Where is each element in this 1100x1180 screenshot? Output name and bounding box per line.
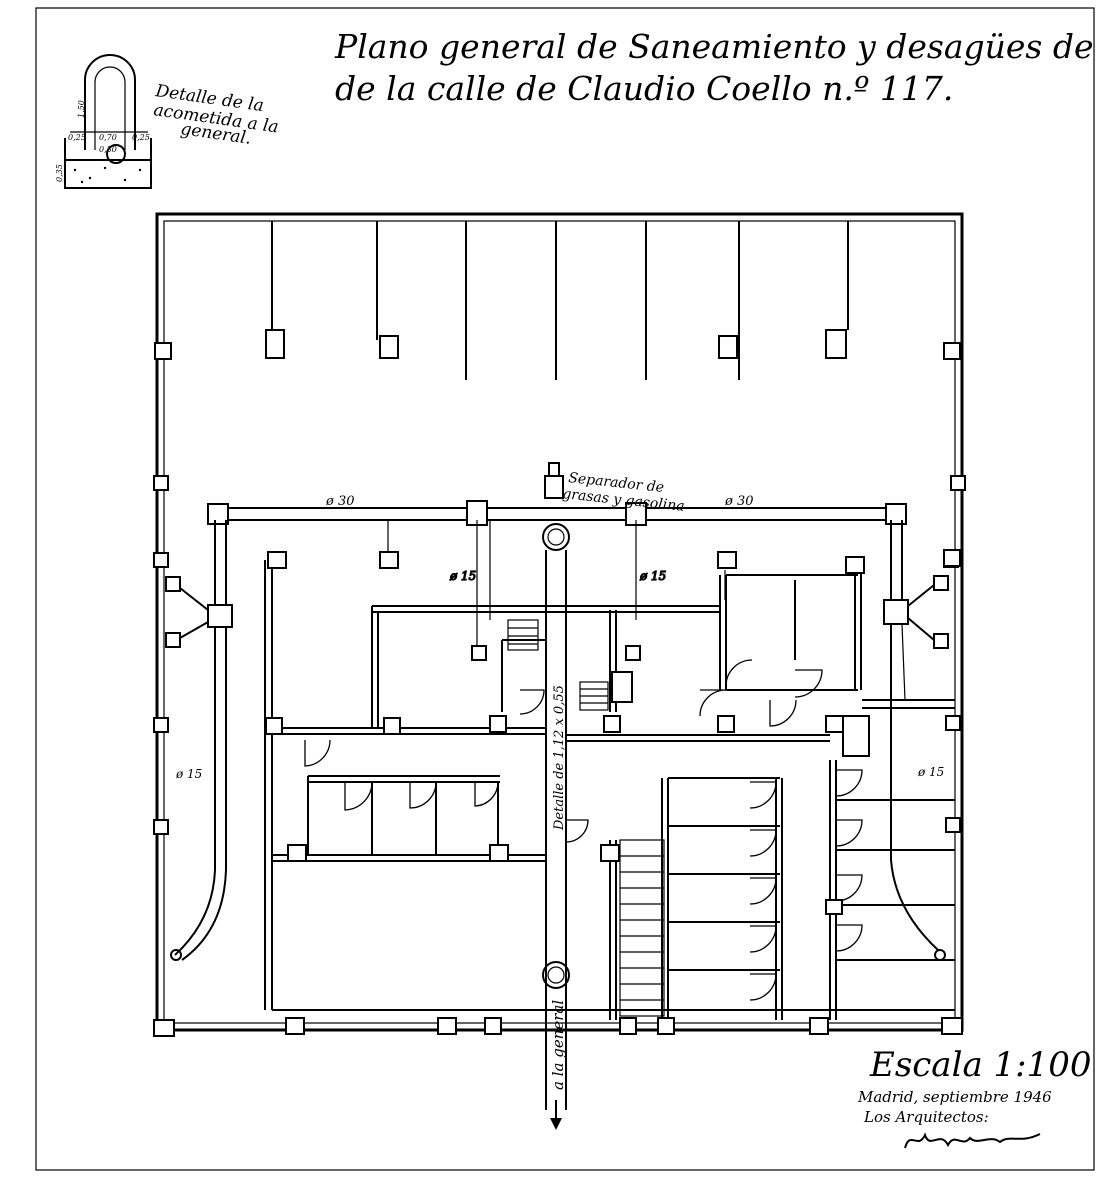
pipe-label-left: ø 30 [325,494,355,509]
grease-separator: Separador de grasas y gasolina [542,462,685,551]
manhole [943,342,961,360]
detail-dim-base: 0,35 [55,164,64,182]
sheet-border [35,7,1095,1171]
lower-staircase [619,839,665,1017]
left-branch: ø 15 [165,520,233,961]
manhole [825,329,847,359]
title-line-1: Plano general de Saneamiento y desagües … [334,27,1100,66]
upper-manholes [154,329,961,360]
branch-label-a: ø 15 [449,569,476,583]
pipe-label-right: ø 30 [724,494,754,509]
outflow-label: a la general [549,1000,567,1090]
detail-pipe [106,144,126,164]
title-line-2: de la calle de Claudio Coello n.º 117. [335,69,953,108]
branch-label-west: ø 15 [175,767,202,781]
architect-signature [904,1132,1041,1149]
detail-dim-pipe: 0,30 [99,145,117,154]
interior-manholes [265,549,961,1035]
interior-walls [264,560,955,1020]
manhole [265,329,285,359]
main-collector-30: ø 30 ø 30 [207,494,907,526]
branch-drains: ø 15 ø 15 [387,520,726,650]
manhole [885,503,907,525]
manhole [154,342,172,360]
connection-detail: 1,50 0,25 0,70 0,25 0,30 0,35 Detalle de… [55,54,280,189]
central-channel: Detalle de 1,12 x 0,55 a la general [542,550,570,1130]
channel-label: Detalle de 1,12 x 0,55 [552,685,567,831]
manhole [207,503,229,525]
place-date: Madrid, septiembre 1946 [857,1088,1052,1106]
title-block: Plano general de Saneamiento y desagües … [334,27,1100,108]
detail-dim-mid: 0,70 [99,133,117,142]
manhole [718,335,738,359]
detail-base [64,159,152,189]
side-manholes [153,475,966,1037]
right-branch: ø 15 [883,520,949,961]
architects-label: Los Arquitectos: [863,1108,989,1126]
manhole [379,335,399,359]
upper-staircase [507,619,609,711]
footer-block: Escala 1:100 Madrid, septiembre 1946 Los… [857,1045,1092,1149]
detail-dim-left: 0,25 [68,133,86,142]
detail-dim-right: 0,25 [132,133,150,142]
door-swings [304,659,863,1001]
detail-dim-height: 1,50 [77,100,86,118]
upper-column-lines [271,221,849,380]
branch-label-east: ø 15 [917,765,944,779]
building-outline [155,212,964,1032]
branch-label-b: ø 15 [639,569,666,583]
scale-label: Escala 1:100 [869,1045,1092,1085]
detail-arch [84,54,136,150]
